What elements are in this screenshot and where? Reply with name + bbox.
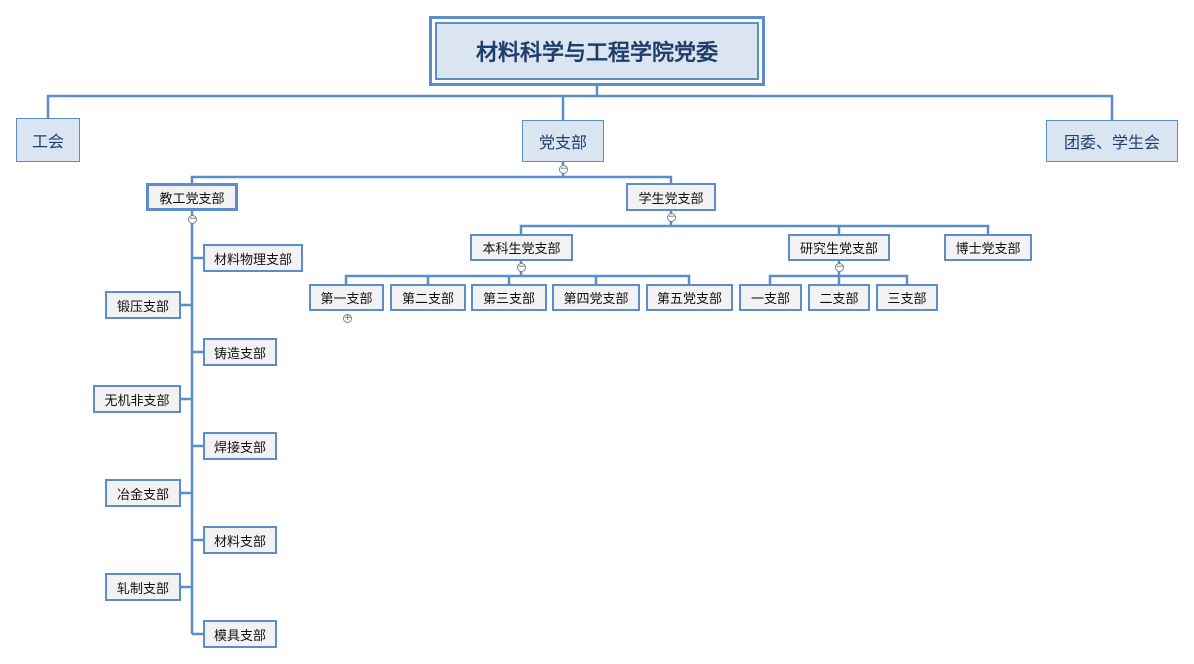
faculty-left-branch-label: 无机非支部 [104, 393, 170, 409]
undergrad-branch-3[interactable]: 第三支部 [471, 284, 547, 311]
collapse-faculty-minus-circle-icon[interactable]: − [188, 214, 197, 224]
faculty-sub-branch-2[interactable]: 铸造支部 [203, 338, 277, 366]
undergrad-branch-label: 第三支部 [482, 292, 535, 307]
doctoral-party-branch-node[interactable]: 博士党支部 [944, 234, 1032, 261]
graduate-branch-label: 二支部 [819, 292, 859, 307]
doctoral-label: 博士党支部 [955, 242, 1021, 257]
faculty-party-branch-label: 教工党支部 [159, 191, 225, 207]
graduate-label: 研究生党支部 [799, 242, 878, 257]
undergrad-branch-label: 第四党支部 [563, 292, 629, 307]
union-label: 工会 [31, 132, 64, 151]
undergrad-branch-label: 第一支部 [320, 292, 373, 307]
faculty-sub-branch-5[interactable]: 模具支部 [203, 620, 277, 648]
faculty-left-branch-4[interactable]: 轧制支部 [105, 573, 181, 601]
faculty-left-branch-label: 锻压支部 [116, 299, 169, 315]
expand-undergrad-branch-1-plus-circle-icon[interactable]: + [343, 313, 352, 323]
student-party-branch-label: 学生党支部 [638, 191, 704, 207]
faculty-left-branch-3[interactable]: 冶金支部 [105, 479, 181, 507]
faculty-party-branch-node[interactable]: 教工党支部 [146, 183, 238, 211]
undergrad-branch-2[interactable]: 第二支部 [390, 284, 466, 311]
youth-league-label: 团委、学生会 [1063, 133, 1160, 152]
graduate-branch-label: 三支部 [887, 292, 927, 307]
undergrad-party-branch-node[interactable]: 本科生党支部 [470, 234, 573, 261]
youth-league-node[interactable]: 团委、学生会 [1046, 120, 1178, 162]
union-node[interactable]: 工会 [16, 118, 80, 162]
faculty-left-branch-1[interactable]: 锻压支部 [105, 291, 181, 319]
faculty-sub-branch-label: 铸造支部 [213, 346, 266, 362]
party-branch-node[interactable]: 党支部 [522, 120, 604, 162]
undergrad-label: 本科生党支部 [482, 242, 561, 257]
graduate-branch-3[interactable]: 三支部 [876, 284, 938, 311]
faculty-sub-branch-4[interactable]: 材料支部 [203, 526, 277, 554]
graduate-party-branch-node[interactable]: 研究生党支部 [788, 234, 890, 261]
faculty-left-branch-label: 轧制支部 [116, 581, 169, 597]
faculty-sub-branch-label: 焊接支部 [213, 440, 266, 456]
undergrad-branch-4[interactable]: 第四党支部 [552, 284, 640, 311]
undergrad-branch-5[interactable]: 第五党支部 [646, 284, 733, 311]
party-branch-label: 党支部 [538, 133, 587, 152]
faculty-sub-branch-label: 模具支部 [213, 628, 266, 644]
root-party-committee-node[interactable]: 材料科学与工程学院党委 [429, 16, 765, 86]
faculty-left-branch-label: 冶金支部 [116, 487, 169, 503]
root-label: 材料科学与工程学院党委 [475, 41, 718, 66]
collapse-student-minus-circle-icon[interactable]: − [667, 212, 676, 222]
faculty-sub-branch-3[interactable]: 焊接支部 [203, 432, 277, 460]
undergrad-branch-label: 第二支部 [401, 292, 454, 307]
faculty-left-branch-2[interactable]: 无机非支部 [93, 385, 181, 413]
graduate-branch-1[interactable]: 一支部 [739, 284, 802, 311]
collapse-graduate-minus-circle-icon[interactable]: − [835, 262, 844, 272]
undergrad-branch-1[interactable]: 第一支部 [309, 284, 384, 311]
graduate-branch-label: 一支部 [750, 292, 790, 307]
faculty-sub-branch-label: 材料支部 [213, 534, 266, 550]
student-party-branch-node[interactable]: 学生党支部 [626, 183, 716, 211]
collapse-party-branch-minus-circle-icon[interactable]: − [559, 164, 568, 174]
undergrad-branch-label: 第五党支部 [656, 292, 722, 307]
faculty-sub-branch-1[interactable]: 材料物理支部 [203, 244, 303, 272]
collapse-undergrad-minus-circle-icon[interactable]: − [517, 262, 526, 272]
faculty-sub-branch-label: 材料物理支部 [213, 252, 292, 268]
graduate-branch-2[interactable]: 二支部 [808, 284, 870, 311]
